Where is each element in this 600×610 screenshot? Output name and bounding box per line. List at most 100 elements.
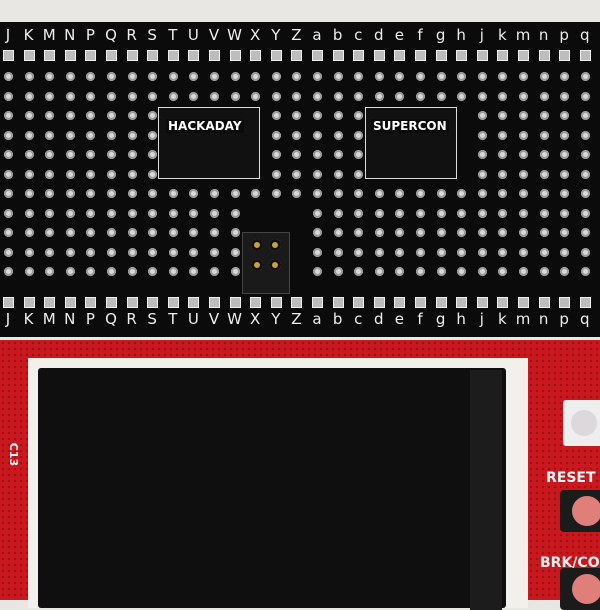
column-letter: e	[394, 310, 404, 328]
through-hole	[148, 169, 158, 179]
through-hole	[107, 267, 116, 276]
through-hole	[107, 150, 116, 159]
through-hole	[498, 72, 508, 81]
through-hole	[539, 228, 549, 237]
bus-pad	[579, 297, 591, 308]
through-hole	[45, 111, 55, 120]
through-hole	[354, 228, 364, 237]
bus-pad	[106, 297, 117, 308]
c13-label: C13	[7, 442, 21, 467]
through-hole	[374, 228, 384, 237]
bus-pad	[270, 297, 282, 308]
through-hole	[477, 91, 487, 101]
through-hole	[519, 169, 528, 179]
through-hole	[539, 130, 549, 140]
bus-pad	[188, 297, 200, 308]
column-letter: n	[538, 310, 549, 328]
through-hole	[4, 72, 13, 81]
through-hole	[148, 91, 158, 101]
column-letter: p	[559, 310, 569, 328]
bus-pad	[23, 50, 35, 61]
through-hole	[230, 91, 240, 101]
through-hole	[148, 247, 158, 257]
through-hole	[189, 91, 199, 101]
through-hole	[374, 189, 384, 198]
column-letter: p	[559, 26, 569, 44]
through-hole	[210, 267, 219, 276]
through-hole	[560, 72, 570, 81]
through-hole	[107, 111, 116, 120]
column-letter: k	[498, 310, 507, 328]
through-hole	[168, 208, 178, 218]
through-hole	[4, 169, 13, 179]
through-hole	[148, 228, 158, 237]
through-hole	[86, 130, 96, 140]
through-hole	[251, 189, 261, 198]
brk-button[interactable]	[560, 568, 600, 610]
column-letter: J	[5, 26, 11, 44]
through-hole	[86, 111, 96, 120]
through-hole	[148, 189, 158, 198]
through-hole	[313, 267, 322, 276]
bus-pad	[312, 297, 323, 308]
bus-pad	[147, 50, 159, 61]
through-hole	[271, 91, 281, 101]
bus-pad	[3, 50, 14, 61]
through-hole	[374, 247, 384, 257]
through-hole	[395, 208, 405, 218]
through-hole	[65, 247, 75, 257]
through-hole	[477, 72, 487, 81]
through-hole	[539, 72, 549, 81]
through-hole	[4, 91, 13, 101]
through-hole	[230, 267, 240, 276]
reset-button[interactable]	[560, 490, 600, 532]
through-hole	[519, 189, 528, 198]
column-letter: Z	[291, 310, 302, 328]
through-hole	[560, 189, 570, 198]
through-hole	[560, 228, 570, 237]
through-hole	[580, 267, 590, 276]
pin-header-socket	[242, 232, 290, 294]
column-letter: m	[515, 26, 531, 44]
through-hole	[210, 228, 219, 237]
through-hole	[333, 189, 343, 198]
through-hole	[498, 130, 508, 140]
column-letter: V	[208, 310, 220, 328]
through-hole	[107, 247, 116, 257]
bus-pad	[476, 297, 488, 308]
through-hole	[457, 208, 467, 218]
bus-pad	[332, 50, 344, 61]
through-hole	[374, 91, 384, 101]
through-hole	[354, 267, 364, 276]
through-hole	[477, 247, 487, 257]
through-hole	[24, 208, 34, 218]
through-hole	[4, 150, 13, 159]
through-hole	[354, 72, 364, 81]
through-hole	[189, 247, 199, 257]
through-hole	[436, 267, 446, 276]
column-letter: N	[64, 26, 76, 44]
through-hole	[313, 72, 322, 81]
through-hole	[580, 247, 590, 257]
through-hole	[436, 91, 446, 101]
through-hole	[292, 169, 302, 179]
through-hole	[271, 72, 281, 81]
bus-pad	[126, 50, 138, 61]
through-hole	[416, 267, 425, 276]
through-hole	[539, 208, 549, 218]
through-hole	[24, 267, 34, 276]
through-hole	[65, 130, 75, 140]
column-letter: Y	[271, 26, 281, 44]
through-hole	[65, 111, 75, 120]
bus-pad	[44, 297, 56, 308]
bus-pad	[373, 297, 385, 308]
through-hole	[580, 130, 590, 140]
through-hole	[45, 208, 55, 218]
through-hole	[4, 228, 13, 237]
through-hole	[498, 150, 508, 159]
through-hole	[313, 111, 322, 120]
bus-pad	[229, 297, 241, 308]
through-hole	[498, 267, 508, 276]
column-letter: S	[147, 26, 157, 44]
